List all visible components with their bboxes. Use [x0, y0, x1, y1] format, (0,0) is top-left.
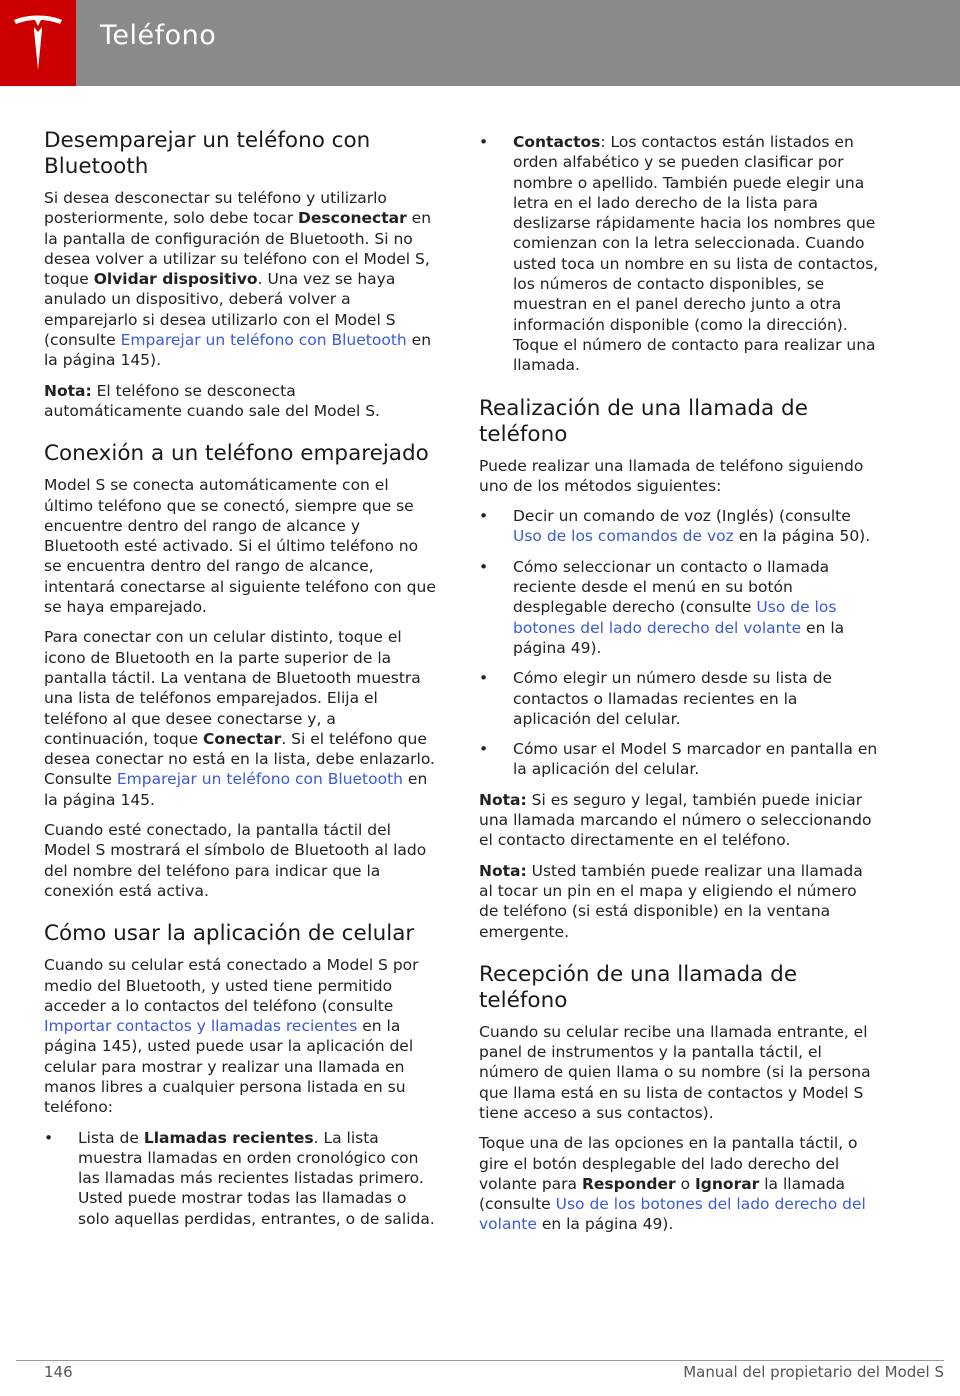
note: Nota: Si es seguro y legal, también pued…	[479, 790, 872, 850]
tesla-logo	[0, 0, 76, 86]
tesla-logo-icon	[14, 15, 62, 70]
right-column: •Contactos: Los contactos están listados…	[479, 132, 879, 1255]
bullet-icon: •	[479, 740, 489, 759]
bullet-list: •Decir un comando de voz (Inglés) (consu…	[479, 506, 879, 780]
paragraph: Model S se conecta automáticamente con e…	[44, 476, 436, 617]
bullet-icon: •	[479, 669, 489, 688]
heading-make-call: Realización de una llamada de teléfono	[479, 395, 808, 447]
left-column: Desemparejar un teléfono con Bluetooth S…	[44, 128, 436, 1249]
list-item: •Cómo usar el Model S marcador en pantal…	[479, 740, 878, 779]
section-make-call: Realización de una llamada de teléfono P…	[479, 396, 879, 942]
link-steering-buttons[interactable]: Uso de los botones del lado derecho del …	[479, 1195, 866, 1234]
heading-receive-call: Recepción de una llamada de teléfono	[479, 961, 798, 1013]
paragraph: Cuando su celular recibe una llamada ent…	[479, 1022, 871, 1122]
paragraph: Toque una de las opciones en la pantalla…	[479, 1134, 866, 1234]
note: Nota: Usted también puede realizar una l…	[479, 861, 863, 941]
list-item: •Cómo seleccionar un contacto o llamada …	[479, 557, 845, 657]
link-import-contacts[interactable]: Importar contactos y llamadas recientes	[44, 1017, 358, 1036]
bullet-icon: •	[479, 557, 489, 576]
bullet-icon: •	[479, 507, 489, 526]
bullet-list: •Lista de Llamadas recientes. La lista m…	[44, 1128, 436, 1229]
page-number: 146	[44, 1363, 73, 1381]
heading-unpair: Desemparejar un teléfono con Bluetooth	[44, 128, 371, 179]
section-phone-app: Cómo usar la aplicación de celular Cuand…	[44, 921, 436, 1229]
paragraph: Para conectar con un celular distinto, t…	[44, 628, 435, 809]
bullet-icon: •	[479, 133, 489, 151]
section-connect: Conexión a un teléfono emparejado Model …	[44, 441, 436, 901]
link-pair-phone[interactable]: Emparejar un teléfono con Bluetooth	[120, 331, 407, 350]
heading-phone-app: Cómo usar la aplicación de celular	[44, 921, 415, 947]
paragraph: Si desea desconectar su teléfono y utili…	[44, 189, 432, 370]
note: Nota: El teléfono se desconecta automáti…	[44, 381, 380, 420]
section-unpair: Desemparejar un teléfono con Bluetooth S…	[44, 128, 436, 421]
heading-connect: Conexión a un teléfono emparejado	[44, 441, 429, 467]
bullet-list: •Contactos: Los contactos están listados…	[479, 132, 879, 376]
paragraph: Cuando esté conectado, la pantalla tácti…	[44, 821, 427, 900]
footer-divider	[16, 1360, 944, 1361]
header-title: Teléfono	[100, 20, 217, 51]
list-item: •Decir un comando de voz (Inglés) (consu…	[479, 507, 871, 546]
paragraph: Puede realizar una llamada de teléfono s…	[479, 456, 864, 495]
list-item: •Cómo elegir un número desde su lista de…	[479, 669, 833, 728]
link-voice-commands[interactable]: Uso de los comandos de voz	[513, 527, 734, 546]
list-item: •Contactos: Los contactos están listados…	[479, 133, 879, 375]
link-pair-phone[interactable]: Emparejar un teléfono con Bluetooth	[116, 770, 403, 789]
bullet-icon: •	[44, 1128, 54, 1147]
footer-title: Manual del propietario del Model S	[683, 1363, 944, 1381]
page-header: Teléfono	[0, 0, 960, 86]
link-steering-buttons[interactable]: Uso de los botones del lado derecho del …	[513, 598, 837, 637]
paragraph: Cuando su celular está conectado a Model…	[44, 956, 419, 1117]
list-item: •Lista de Llamadas recientes. La lista m…	[44, 1128, 435, 1228]
section-receive-call: Recepción de una llamada de teléfono Cua…	[479, 962, 879, 1235]
